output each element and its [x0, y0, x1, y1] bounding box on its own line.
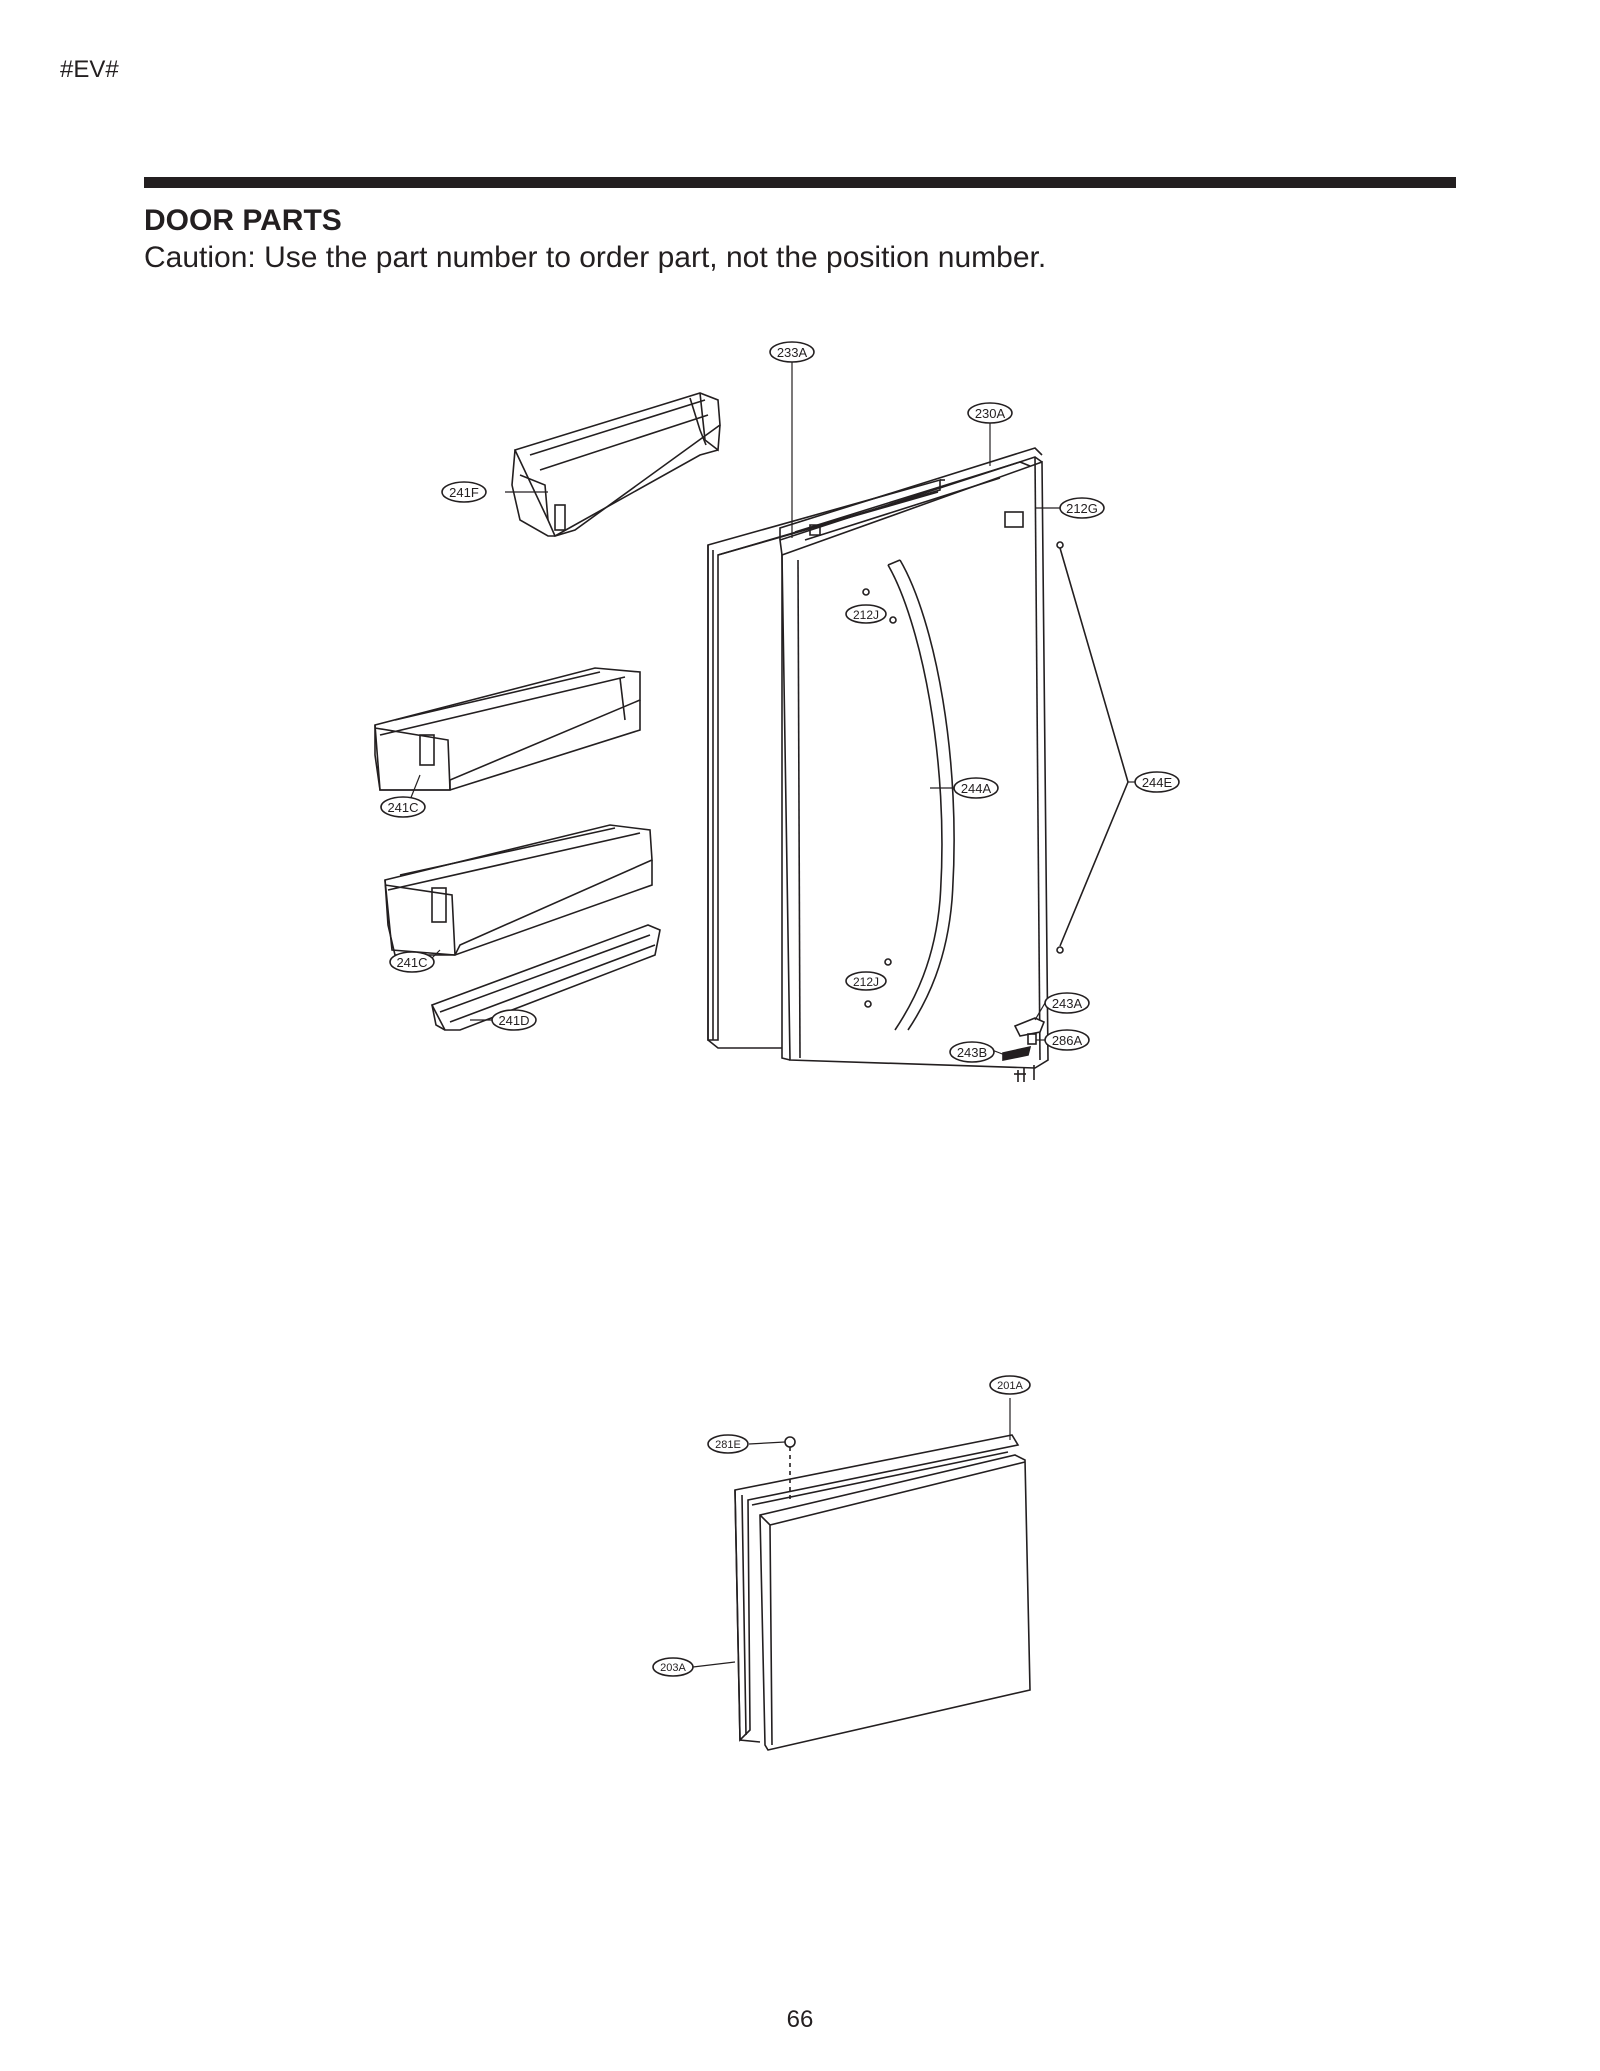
svg-text:241D: 241D [498, 1013, 529, 1028]
callout-241c-upper: 241C [380, 796, 426, 818]
freezer-drawer-door [734, 1434, 1031, 1751]
svg-text:212G: 212G [1066, 501, 1098, 516]
callout-281e: 281E [707, 1434, 749, 1454]
callout-241d: 241D [491, 1009, 537, 1031]
door-bin-241c-upper [374, 667, 641, 791]
section-title: DOOR PARTS [144, 204, 342, 237]
svg-text:212J: 212J [853, 975, 879, 989]
svg-text:241C: 241C [396, 955, 427, 970]
page-number: 66 [786, 2006, 814, 2033]
svg-text:244E: 244E [1142, 775, 1173, 790]
svg-text:212J: 212J [853, 608, 879, 622]
svg-text:201A: 201A [997, 1380, 1023, 1392]
callout-212g: 212G [1059, 497, 1105, 519]
svg-text:243A: 243A [1052, 996, 1083, 1011]
wire-244e [1056, 541, 1129, 954]
hinge-parts [1002, 1017, 1046, 1082]
svg-text:286A: 286A [1052, 1033, 1083, 1048]
callout-241f: 241F [441, 481, 487, 503]
title-rule [144, 177, 1456, 188]
door-gasket-233a [707, 478, 945, 1049]
callout-286a: 286A [1044, 1029, 1090, 1051]
header-code: #EV# [60, 56, 119, 83]
callout-243a: 243A [1044, 992, 1090, 1014]
callout-212j-top: 212J [845, 604, 887, 624]
callout-244e: 244E [1134, 771, 1180, 793]
fresh-food-door [779, 456, 1049, 1069]
callout-212j-bottom: 212J [845, 971, 887, 991]
svg-text:241C: 241C [387, 800, 418, 815]
svg-text:203A: 203A [660, 1662, 686, 1674]
door-rail-241d [430, 924, 661, 1031]
door-bin-241c-lower [384, 824, 653, 956]
door-top-cap-230a [779, 447, 1043, 541]
svg-text:243B: 243B [957, 1045, 987, 1060]
callout-241c-lower: 241C [389, 951, 435, 973]
callout-201a: 201A [989, 1375, 1031, 1395]
svg-text:244A: 244A [961, 781, 992, 796]
svg-text:233A: 233A [777, 345, 808, 360]
svg-text:241F: 241F [449, 485, 479, 500]
callout-203a: 203A [652, 1657, 694, 1677]
callout-230a: 230A [967, 402, 1013, 424]
door-bin-241f [511, 392, 721, 537]
callout-244a: 244A [953, 777, 999, 799]
callout-233a: 233A [769, 341, 815, 363]
svg-text:230A: 230A [975, 406, 1006, 421]
svg-text:281E: 281E [715, 1439, 741, 1451]
caution-note: Caution: Use the part number to order pa… [144, 241, 1047, 274]
callout-243b: 243B [949, 1041, 995, 1063]
leader-lines [409, 362, 1135, 1668]
